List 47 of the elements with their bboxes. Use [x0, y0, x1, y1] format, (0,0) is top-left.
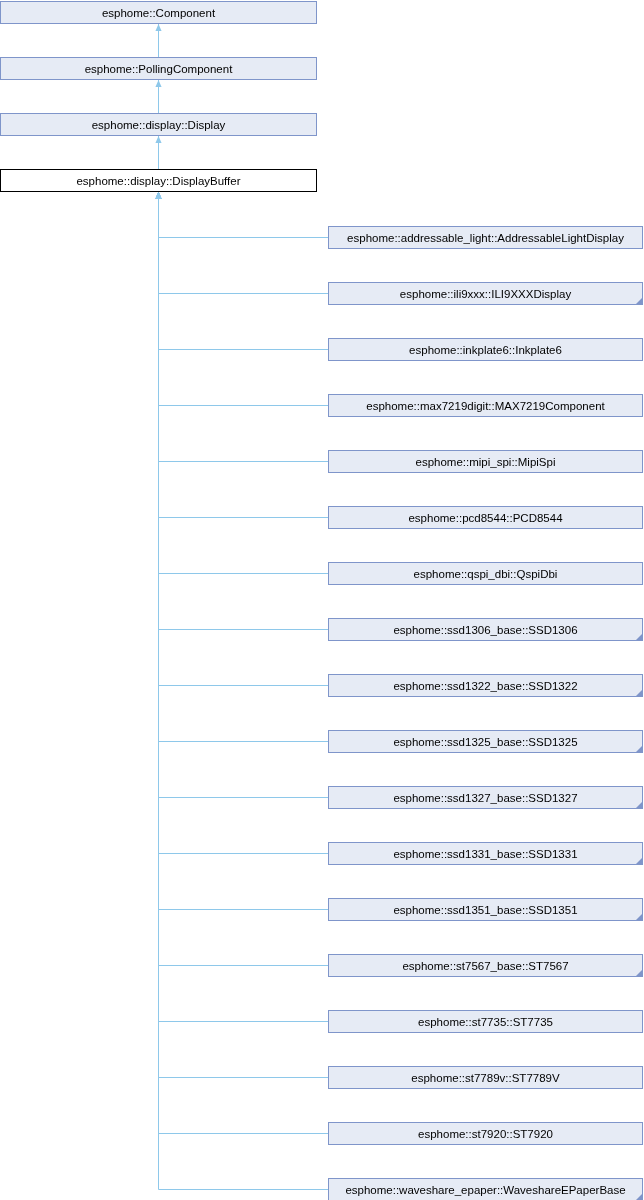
class-name: esphome::ssd1306_base::SSD1306 — [393, 622, 578, 637]
class-name: esphome::display::Display — [91, 117, 226, 132]
class-box — [328, 506, 643, 529]
inheritance-arrow — [155, 135, 162, 170]
class-name: esphome::waveshare_epaper::WaveshareEPaperBase — [345, 1182, 626, 1197]
class-box — [328, 842, 643, 865]
class-box — [328, 1122, 643, 1145]
class-name: esphome::ssd1331_base::SSD1331 — [393, 846, 578, 861]
class-name: esphome::Component — [101, 5, 216, 20]
class-box — [328, 898, 643, 921]
class-box — [0, 1, 317, 24]
class-box — [328, 730, 643, 753]
class-name: esphome::mipi_spi::MipiSpi — [415, 454, 556, 469]
class-box — [328, 226, 643, 249]
class-box — [0, 169, 317, 192]
class-box — [328, 562, 643, 585]
class-name: esphome::st7920::ST7920 — [418, 1126, 553, 1141]
class-box — [328, 282, 643, 305]
class-box — [328, 450, 643, 473]
class-name: esphome::pcd8544::PCD8544 — [408, 510, 563, 525]
class-box — [0, 113, 317, 136]
class-name: esphome::st7567_base::ST7567 — [402, 958, 569, 973]
class-name: esphome::st7789v::ST7789V — [411, 1070, 560, 1085]
class-box — [328, 618, 643, 641]
class-box — [328, 674, 643, 697]
class-name: esphome::ssd1351_base::SSD1351 — [393, 902, 578, 917]
class-box — [328, 1010, 643, 1033]
class-box — [328, 786, 643, 809]
inheritance-arrow — [155, 23, 162, 58]
class-name: esphome::ili9xxx::ILI9XXXDisplay — [399, 286, 572, 301]
class-name: esphome::display::DisplayBuffer — [76, 173, 241, 188]
class-name: esphome::qspi_dbi::QspiDbi — [413, 566, 558, 581]
class-name: esphome::max7219digit::MAX7219Component — [366, 398, 605, 413]
inheritance-arrow — [155, 79, 162, 114]
class-name: esphome::addressable_light::AddressableLightDisplay — [347, 230, 624, 245]
class-name: esphome::PollingComponent — [84, 61, 233, 76]
class-box — [328, 1066, 643, 1089]
class-name: esphome::st7735::ST7735 — [418, 1014, 553, 1029]
class-name: esphome::ssd1325_base::SSD1325 — [393, 734, 578, 749]
class-box — [328, 394, 643, 417]
class-box — [328, 338, 643, 361]
class-box — [328, 1178, 643, 1200]
class-name: esphome::ssd1322_base::SSD1322 — [393, 678, 578, 693]
class-name: esphome::inkplate6::Inkplate6 — [409, 342, 562, 357]
class-box — [0, 57, 317, 80]
class-name: esphome::ssd1327_base::SSD1327 — [393, 790, 578, 805]
class-box — [328, 954, 643, 977]
